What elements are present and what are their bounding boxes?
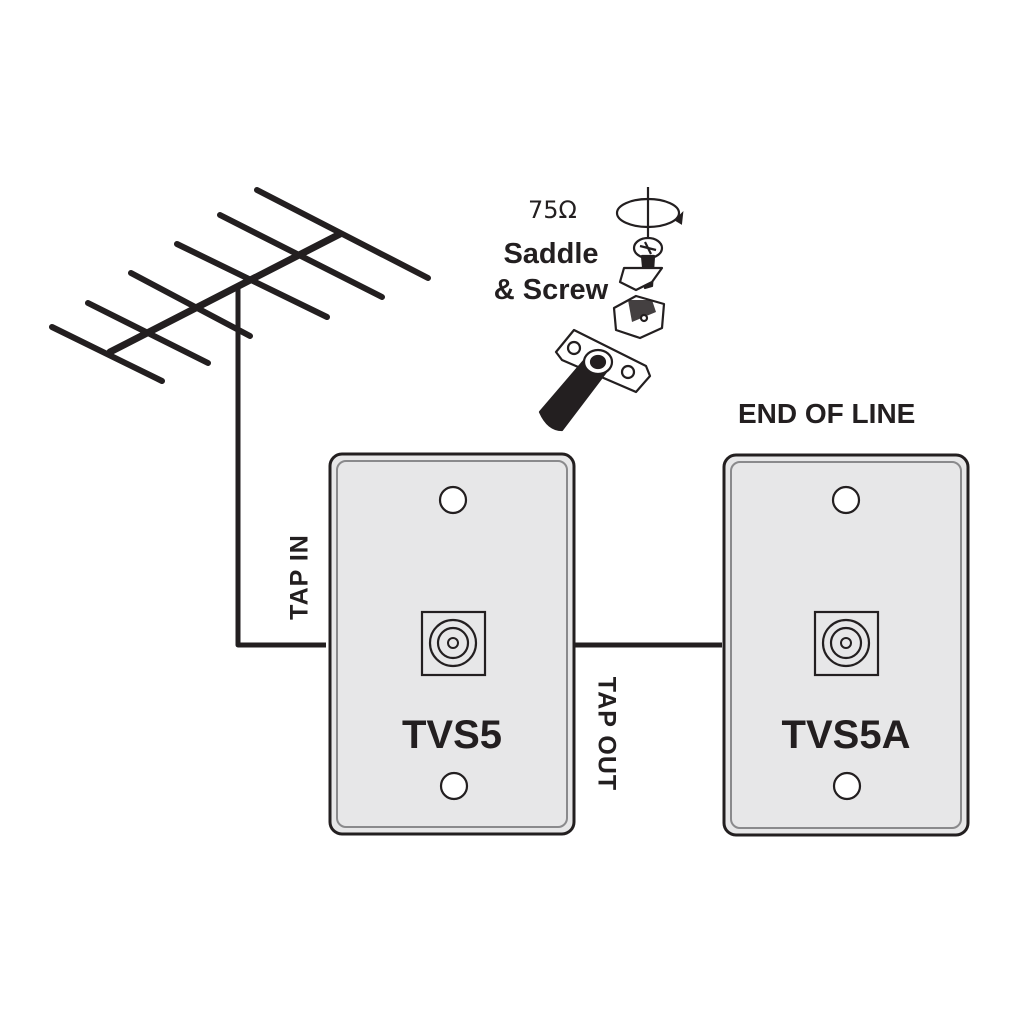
tap-in-label: TAP IN xyxy=(285,534,314,620)
antenna-element xyxy=(85,300,211,366)
plate-body xyxy=(328,452,576,836)
antenna-element xyxy=(49,324,165,384)
wall-plate-tvs5a xyxy=(722,453,970,837)
yagi-antenna-icon xyxy=(49,187,431,648)
wall-plate-tvs5 xyxy=(328,452,576,836)
saddle-screw-connector-icon xyxy=(538,236,666,432)
coax-socket-icon xyxy=(420,610,487,677)
antenna-element xyxy=(174,241,330,320)
antenna-element xyxy=(217,212,385,300)
impedance-label: 75Ω xyxy=(528,196,577,224)
saddle-label-line2: & Screw xyxy=(493,274,609,306)
mounting-hole-bottom xyxy=(832,771,862,801)
model-label-tvs5: TVS5 xyxy=(401,713,503,757)
mounting-hole-top xyxy=(831,485,861,515)
mounting-hole-bottom xyxy=(439,771,469,801)
mounting-hole-top xyxy=(438,485,468,515)
rotate-arrow-icon xyxy=(615,187,684,238)
end-of-line-label: END OF LINE xyxy=(738,398,916,429)
plate-body xyxy=(722,453,970,837)
model-label-tvs5a: TVS5A xyxy=(781,713,911,757)
tap-out-label: TAP OUT xyxy=(592,676,621,792)
saddle-label-line1: Saddle xyxy=(503,238,599,270)
plate-inner-border xyxy=(336,460,568,828)
antenna-element xyxy=(128,270,253,339)
coax-socket-icon xyxy=(813,610,880,677)
coax-cable xyxy=(538,354,608,432)
antenna-element xyxy=(254,187,431,281)
plate-inner-border xyxy=(730,461,962,829)
clamp-plate xyxy=(618,266,664,292)
saddle-screw-label: Saddle & Screw xyxy=(476,236,626,308)
